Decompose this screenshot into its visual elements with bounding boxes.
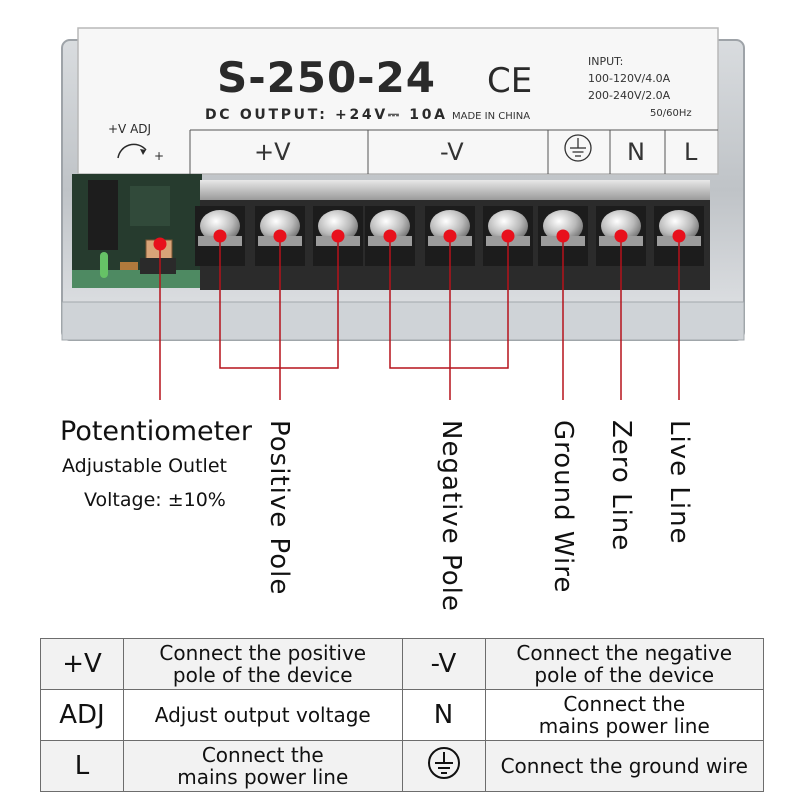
terminal-screw [659, 210, 699, 242]
terminal-screw [601, 210, 641, 242]
description-cell-negative: Connect the negative pole of the device [484, 638, 764, 690]
terminal-label-l: L [684, 138, 698, 166]
adj-plus: + [154, 149, 164, 163]
description-cell-adj: Adjust output voltage [123, 689, 403, 741]
description-cell-l: Connect the mains power line [123, 740, 403, 792]
description-cell-n: Connect the mains power line [484, 689, 764, 741]
model-number: S-250-24 [217, 53, 435, 102]
ground-symbol-icon [564, 134, 592, 162]
potentiometer-title: Potentiometer [60, 416, 252, 447]
ground-symbol-icon [427, 746, 460, 779]
potentiometer-voltage-range: Voltage: ±10% [84, 489, 226, 511]
symbol-cell-l: L [40, 740, 124, 792]
label-plate [77, 27, 719, 175]
description-cell-ground: Connect the ground wire [484, 740, 764, 792]
terminal-label-n: N [627, 138, 645, 166]
terminal-marker-dot [556, 229, 570, 243]
potentiometer-marker-dot [153, 237, 167, 251]
terminal-rail [200, 180, 710, 200]
terminal-marker-dot [331, 229, 345, 243]
table-row: L Connect the mains power line Connect t… [40, 740, 764, 792]
potentiometer-subtitle: Adjustable Outlet [62, 455, 227, 477]
terminal-marker-dot [273, 229, 287, 243]
terminal-marker-dot [213, 229, 227, 243]
input-frequency: 50/60Hz [650, 108, 692, 119]
table-row: ADJ Adjust output voltage N Connect the … [40, 689, 764, 741]
terminal-label-positive: +V [254, 138, 291, 166]
status-led [100, 252, 108, 278]
terminal-marker-dot [614, 229, 628, 243]
terminal-screw [543, 210, 583, 242]
input-line-2: 200-240V/2.0A [588, 89, 671, 102]
negative-pole-label: Negative Pole [436, 420, 466, 612]
symbol-cell-negative: -V [401, 638, 486, 690]
case-bottom-lip [61, 301, 745, 341]
ground-wire-label: Ground Wire [548, 420, 578, 594]
terminal-screw [430, 210, 470, 242]
terminal-screw [318, 210, 358, 242]
adjust-arrow-icon [117, 143, 147, 159]
power-supply-illustration: S-250-24 CE DC OUTPUT: +24V⎓ 10A MADE IN… [61, 27, 745, 400]
terminal-label-negative: -V [440, 138, 464, 166]
input-line-1: 100-120V/4.0A [588, 72, 671, 85]
zero-line-label: Zero Line [606, 420, 636, 552]
table-row: +V Connect the positive pole of the devi… [40, 638, 764, 690]
live-line-label: Live Line [664, 420, 694, 545]
terminal-screw [370, 210, 410, 242]
terminal-marker-dot [672, 229, 686, 243]
terminal-screw [488, 210, 528, 242]
adj-label: +V ADJ [108, 122, 151, 136]
ce-mark: CE [487, 61, 532, 101]
input-title: INPUT: [588, 55, 623, 68]
description-cell-positive: Connect the positive pole of the device [123, 638, 403, 690]
terminal-screw [260, 210, 300, 242]
terminal-marker-dot [443, 229, 457, 243]
terminal-screw [200, 210, 240, 242]
symbol-cell-adj: ADJ [40, 689, 124, 741]
terminal-marker-dot [383, 229, 397, 243]
made-in-label: MADE IN CHINA [452, 111, 530, 122]
positive-pole-label: Positive Pole [264, 420, 294, 596]
terminal-spec-table: +V Connect the positive pole of the devi… [40, 638, 764, 792]
symbol-cell-positive: +V [40, 638, 124, 690]
terminal-marker-dot [501, 229, 515, 243]
symbol-cell-ground [401, 740, 486, 792]
symbol-cell-n: N [401, 689, 486, 741]
